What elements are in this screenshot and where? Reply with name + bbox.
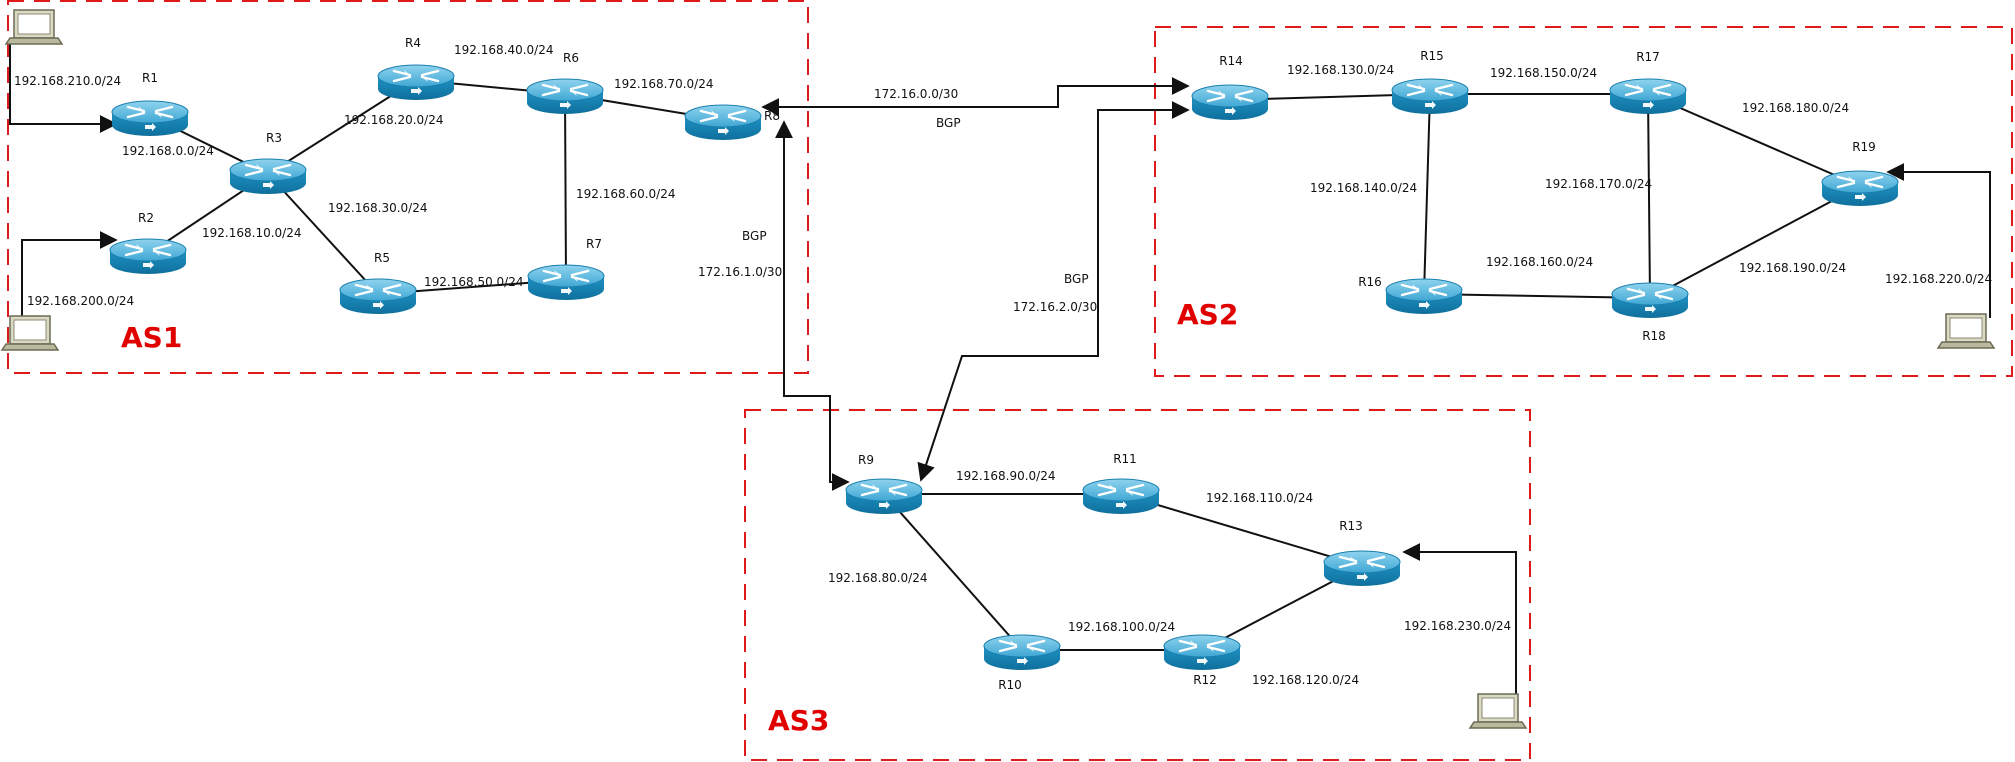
- bgp-network-label-r8-r14: 172.16.0.0/30: [874, 87, 958, 101]
- laptop-icon: [1937, 313, 1995, 349]
- link-label-r5-r7: 192.168.50.0/24: [424, 275, 523, 289]
- link-r17-r18: [1647, 93, 1651, 299]
- link-label-r18-r19: 192.168.190.0/24: [1739, 261, 1846, 275]
- as-label-as2: AS2: [1177, 298, 1238, 331]
- link-label-r10-r12: 192.168.100.0/24: [1068, 620, 1175, 634]
- router-label-r2: R2: [138, 211, 154, 225]
- as-boundary-as1: [7, 0, 809, 374]
- link-label-r17-r19: 192.168.180.0/24: [1742, 101, 1849, 115]
- router-icon-r12: [1162, 633, 1242, 672]
- link-label-r6-r8: 192.168.70.0/24: [614, 77, 713, 91]
- as-label-as1: AS1: [121, 321, 182, 354]
- link-r11-r13: [1120, 493, 1363, 567]
- router-label-r18: R18: [1642, 329, 1666, 343]
- host-link-host-r2: [21, 231, 118, 325]
- router-label-r9: R9: [858, 453, 874, 467]
- router-label-r16: R16: [1358, 275, 1382, 289]
- router-label-r1: R1: [142, 71, 158, 85]
- router-label-r5: R5: [374, 251, 390, 265]
- router-icon-r1: [110, 99, 190, 138]
- host-network-label-host-r2: 192.168.200.0/24: [27, 294, 134, 308]
- host-link-host-r19: [1886, 163, 1991, 318]
- router-icon-r7: [526, 263, 606, 302]
- bgp-link-r8-r14: [761, 77, 1190, 116]
- bgp-link-r8-r9: [775, 120, 850, 491]
- link-label-r14-r15: 192.168.130.0/24: [1287, 63, 1394, 77]
- link-label-r9-r11: 192.168.90.0/24: [956, 469, 1055, 483]
- bgp-protocol-label-r9-r14: BGP: [1064, 272, 1089, 286]
- router-label-r15: R15: [1420, 49, 1444, 63]
- router-icon-r15: [1390, 77, 1470, 116]
- router-label-r7: R7: [586, 237, 602, 251]
- link-r9-r10: [883, 493, 1023, 651]
- router-label-r13: R13: [1339, 519, 1363, 533]
- link-r6-r7: [564, 93, 567, 281]
- link-label-r11-r13: 192.168.110.0/24: [1206, 491, 1313, 505]
- as-label-as3: AS3: [768, 704, 829, 737]
- bgp-network-label-r9-r14: 172.16.2.0/30: [1013, 300, 1097, 314]
- router-icon-r8: [683, 103, 763, 142]
- router-icon-r5: [338, 277, 418, 316]
- link-r3-r5: [267, 173, 379, 295]
- router-icon-r17: [1608, 77, 1688, 116]
- bgp-link-r9-r14: [917, 101, 1190, 482]
- router-label-r11: R11: [1113, 452, 1137, 466]
- link-label-r3-r4: 192.168.20.0/24: [344, 113, 443, 127]
- router-label-r6: R6: [563, 51, 579, 65]
- link-label-r16-r18: 192.168.160.0/24: [1486, 255, 1593, 269]
- router-icon-r2: [108, 237, 188, 276]
- link-r15-r16: [1423, 93, 1431, 295]
- laptop-icon: [5, 9, 63, 45]
- router-icon-r6: [525, 77, 605, 116]
- link-label-r12-r13: 192.168.120.0/24: [1252, 673, 1359, 687]
- router-icon-r3: [228, 157, 308, 196]
- bgp-protocol-label-r8-r14: BGP: [936, 116, 961, 130]
- bgp-protocol-label-r8-r9: BGP: [742, 229, 767, 243]
- link-label-r2-r3: 192.168.10.0/24: [202, 226, 301, 240]
- link-r18-r19: [1649, 185, 1861, 299]
- router-label-r12: R12: [1193, 673, 1217, 687]
- link-label-r9-r10: 192.168.80.0/24: [828, 571, 927, 585]
- router-icon-r14: [1190, 83, 1270, 122]
- router-icon-r13: [1322, 549, 1402, 588]
- link-label-r17-r18: 192.168.170.0/24: [1545, 177, 1652, 191]
- host-link-host-r13: [1402, 543, 1517, 702]
- router-label-r3: R3: [266, 131, 282, 145]
- router-icon-r16: [1384, 277, 1464, 316]
- router-icon-r19: [1820, 169, 1900, 208]
- link-label-r3-r5: 192.168.30.0/24: [328, 201, 427, 215]
- link-label-r1-r3: 192.168.0.0/24: [122, 144, 214, 158]
- router-label-r17: R17: [1636, 50, 1660, 64]
- laptop-icon: [1, 315, 59, 351]
- router-label-r4: R4: [405, 36, 421, 50]
- host-network-label-host-r13: 192.168.230.0/24: [1404, 619, 1511, 633]
- link-label-r6-r7: 192.168.60.0/24: [576, 187, 675, 201]
- router-icon-r10: [982, 633, 1062, 672]
- router-icon-r18: [1610, 281, 1690, 320]
- link-label-r15-r17: 192.168.150.0/24: [1490, 66, 1597, 80]
- router-label-r10: R10: [998, 678, 1022, 692]
- laptop-icon: [1469, 693, 1527, 729]
- router-icon-r9: [844, 477, 924, 516]
- router-label-r19: R19: [1852, 140, 1876, 154]
- link-label-r4-r6: 192.168.40.0/24: [454, 43, 553, 57]
- link-label-r15-r16: 192.168.140.0/24: [1310, 181, 1417, 195]
- router-label-r8: R8: [764, 109, 780, 123]
- host-network-label-host-r19: 192.168.220.0/24: [1885, 272, 1992, 286]
- host-network-label-host-r1: 192.168.210.0/24: [14, 74, 121, 88]
- link-r17-r19: [1647, 93, 1861, 187]
- router-label-r14: R14: [1219, 54, 1243, 68]
- router-icon-r4: [376, 63, 456, 102]
- host-link-host-r1: [9, 40, 118, 133]
- router-icon-r11: [1081, 477, 1161, 516]
- bgp-network-label-r8-r9: 172.16.1.0/30: [698, 265, 782, 279]
